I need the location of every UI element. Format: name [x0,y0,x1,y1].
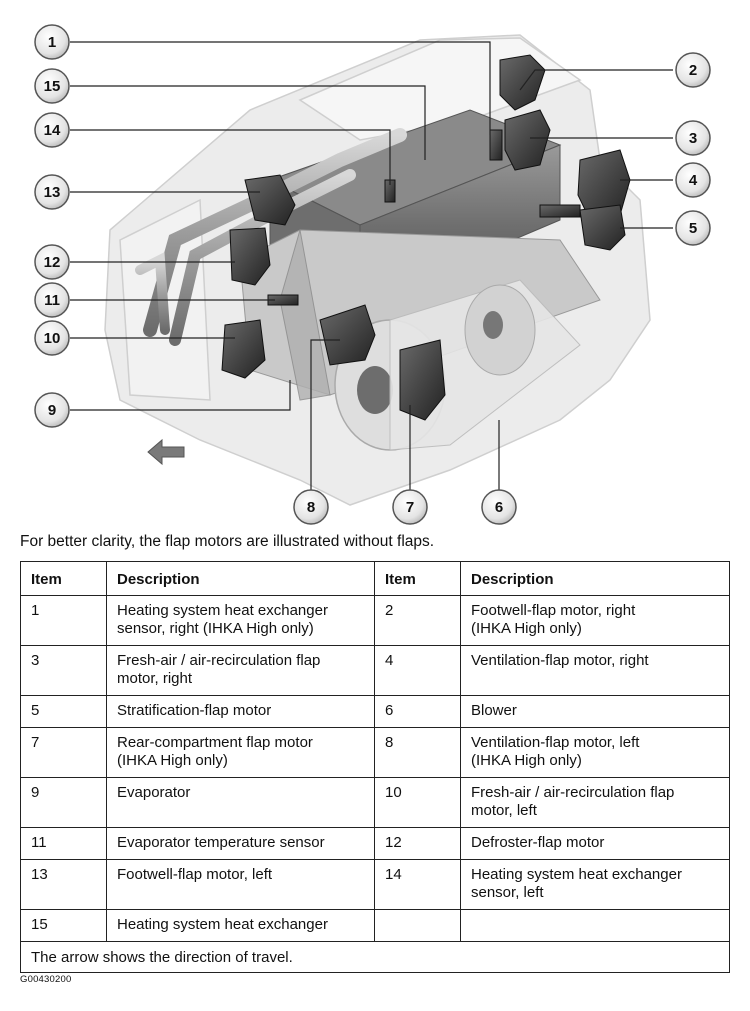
leader-lines [70,41,673,490]
item-description: Heating system heat exchanger sensor, ri… [106,595,375,646]
table-note-row: The arrow shows the direction of travel. [20,941,730,973]
header-item-a: Item [20,561,107,596]
item-description: Fresh-air / air-recirculation flap motor… [106,645,375,696]
table-header-row: Item Description Item Description [20,561,730,596]
table-row: 3 Fresh-air / air-recirculation flap mot… [20,645,730,696]
svg-text:7: 7 [406,499,414,516]
callout-9: 9 [34,392,70,428]
svg-text:12: 12 [44,254,61,271]
callout-1: 1 [34,24,70,60]
svg-text:10: 10 [44,330,61,347]
callout-12: 12 [34,244,70,280]
svg-text:8: 8 [307,499,315,516]
table-row: 13 Footwell-flap motor, left 14 Heating … [20,859,730,910]
svg-text:14: 14 [44,122,61,139]
header-item-b: Item [374,561,461,596]
svg-text:15: 15 [44,78,61,95]
item-description: Footwell-flap motor, left [106,859,375,910]
callout-15: 15 [34,68,70,104]
item-description: Footwell-flap motor, right (IHKA High on… [460,595,730,646]
item-number: 7 [20,727,107,778]
table-row: 7 Rear-compartment flap motor (IHKA High… [20,727,730,778]
callout-11: 11 [34,282,70,318]
hvac-unit-illustration: 1 2 3 4 5 6 7 8 9 10 11 12 13 14 15 [34,24,711,525]
svg-text:9: 9 [48,402,56,419]
callout-7: 7 [392,489,428,525]
item-number: 1 [20,595,107,646]
header-description-b: Description [460,561,730,596]
parts-table: Item Description Item Description 1 Heat… [20,561,730,973]
header-description-a: Description [106,561,375,596]
svg-text:4: 4 [689,172,698,189]
item-description: Stratification-flap motor [106,695,375,728]
item-description: Ventilation-flap motor, left (IHKA High … [460,727,730,778]
item-description: Ventilation-flap motor, right [460,645,730,696]
callout-6: 6 [481,489,517,525]
table-row: 5 Stratification-flap motor 6 Blower [20,695,730,728]
item-number: 10 [374,777,461,828]
flap-motors [221,54,631,421]
table-row: 1 Heating system heat exchanger sensor, … [20,595,730,646]
callout-8: 8 [293,489,329,525]
figure-id: G00430200 [20,974,72,985]
figure-caption: For better clarity, the flap motors are … [20,533,435,550]
item-number: 8 [374,727,461,778]
item-description: Defroster-flap motor [460,827,730,860]
callout-2: 2 [675,52,711,88]
svg-text:13: 13 [44,184,61,201]
item-description: Heating system heat exchanger sensor, le… [460,859,730,910]
svg-text:11: 11 [44,292,60,309]
svg-text:6: 6 [495,499,503,516]
table-row: 11 Evaporator temperature sensor 12 Defr… [20,827,730,860]
svg-text:5: 5 [689,220,697,237]
item-number: 9 [20,777,107,828]
item-number: 5 [20,695,107,728]
item-number [374,909,461,942]
item-number: 6 [374,695,461,728]
callout-3: 3 [675,120,711,156]
item-number: 15 [20,909,107,942]
item-number: 2 [374,595,461,646]
item-number: 4 [374,645,461,696]
table-row: 15 Heating system heat exchanger [20,909,730,942]
item-number: 3 [20,645,107,696]
svg-text:1: 1 [48,34,56,51]
svg-text:2: 2 [689,62,697,79]
item-description: Blower [460,695,730,728]
table-row: 9 Evaporator 10 Fresh-air / air-recircul… [20,777,730,828]
svg-text:3: 3 [689,130,697,147]
item-number: 12 [374,827,461,860]
item-description: Fresh-air / air-recirculation flap motor… [460,777,730,828]
callout-13: 13 [34,174,70,210]
callout-14: 14 [34,112,70,148]
item-description: Heating system heat exchanger [106,909,375,942]
item-description: Evaporator temperature sensor [106,827,375,860]
item-description: Evaporator [106,777,375,828]
callout-4: 4 [675,162,711,198]
direction-arrow [147,438,185,466]
callout-5: 5 [675,210,711,246]
item-number: 14 [374,859,461,910]
item-number: 11 [20,827,107,860]
item-description: Rear-compartment flap motor (IHKA High o… [106,727,375,778]
item-number: 13 [20,859,107,910]
direction-note: The arrow shows the direction of travel. [20,941,730,973]
callout-10: 10 [34,320,70,356]
item-description [460,909,730,942]
